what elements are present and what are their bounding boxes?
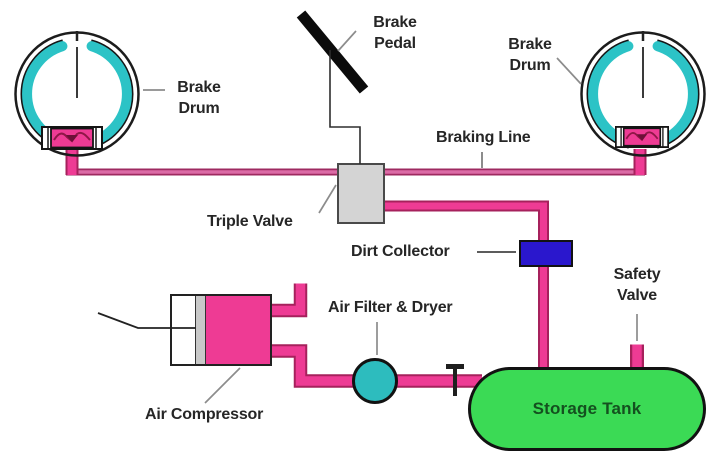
label-triple-valve: Triple Valve (207, 213, 293, 230)
storage-tank: Storage Tank (468, 367, 706, 451)
left-wheel-cylinder (41, 126, 103, 150)
dirt-collector-box (519, 240, 573, 267)
air-filter-dryer-circle (352, 358, 398, 404)
air-compressor-body (170, 294, 272, 366)
drain-valve-icon (446, 364, 464, 396)
label-air-compressor: Air Compressor (145, 406, 264, 423)
label-air-filter-dryer: Air Filter & Dryer (328, 299, 453, 316)
leader-air-compressor (204, 367, 241, 404)
label-brake-drum-left: Brake Drum (177, 79, 221, 117)
brake-drum-right-graphic (580, 31, 706, 157)
leader-brake-pedal (337, 30, 357, 52)
storage-tank-label: Storage Tank (532, 399, 642, 418)
label-brake-drum-right: Brake Drum (508, 36, 552, 74)
compressor-cylinder-pink (206, 296, 270, 364)
label-braking-line: Braking Line (436, 129, 531, 146)
right-wheel-cylinder (615, 126, 669, 148)
label-safety-valve: Safety Valve (613, 266, 661, 304)
compressor-rod (97, 312, 196, 329)
leader-triple-valve (318, 184, 337, 214)
supply-line-valve-to-tank (384, 200, 549, 372)
compressor-intake-pipe (271, 283, 308, 318)
leader-lines (143, 30, 638, 404)
label-brake-pedal: Brake Pedal (373, 14, 417, 52)
leader-brake-drum-right (556, 57, 582, 85)
triple-valve-box (337, 163, 385, 224)
label-dirt-collector: Dirt Collector (351, 243, 450, 260)
compressor-piston (195, 296, 206, 364)
brake-pedal-graphic (296, 10, 369, 164)
